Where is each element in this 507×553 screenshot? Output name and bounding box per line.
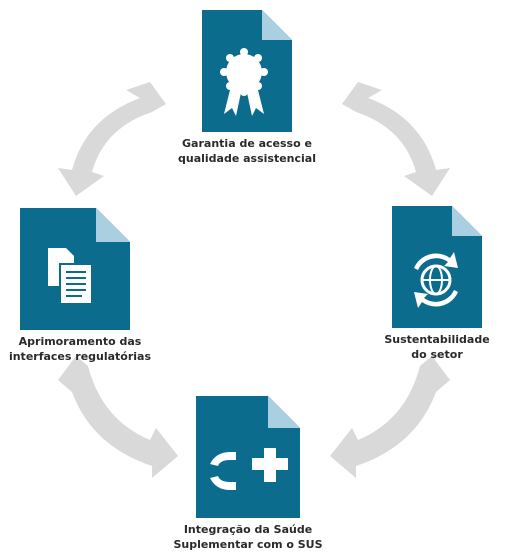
document-card-right xyxy=(392,206,482,328)
label-top-line1: Garantia de acesso e xyxy=(182,137,312,150)
globe-recycle-icon xyxy=(414,252,458,308)
arrow-bottom-left xyxy=(58,356,178,478)
label-bottom-line1: Integração da Saúde xyxy=(183,523,313,536)
documents-icon xyxy=(48,248,93,305)
label-right-line1: Sustentabilidade xyxy=(384,333,490,346)
label-right-line2: do setor xyxy=(411,348,463,361)
award-ribbon-icon xyxy=(220,48,268,116)
document-card-bottom xyxy=(196,396,300,518)
arrow-top-left xyxy=(58,82,166,196)
document-card-top xyxy=(202,10,292,132)
arrow-top-right xyxy=(342,82,450,196)
label-bottom: Integração da Saúde Suplementar com o SU… xyxy=(148,522,348,552)
sus-integration-cross-icon xyxy=(210,448,288,490)
document-card-left xyxy=(20,208,130,330)
arrow-bottom-right xyxy=(330,356,450,478)
label-right: Sustentabilidade do setor xyxy=(337,332,507,362)
label-left-line2: interfaces regulatórias xyxy=(8,350,152,363)
label-top-line2: qualidade assistencial xyxy=(178,152,316,165)
label-left: Aprimoramento das interfaces regulatória… xyxy=(0,334,160,364)
label-top: Garantia de acesso e qualidade assistenc… xyxy=(147,136,347,166)
label-left-line1: Aprimoramento das xyxy=(18,335,142,348)
label-bottom-line2: Suplementar com o SUS xyxy=(173,538,323,551)
